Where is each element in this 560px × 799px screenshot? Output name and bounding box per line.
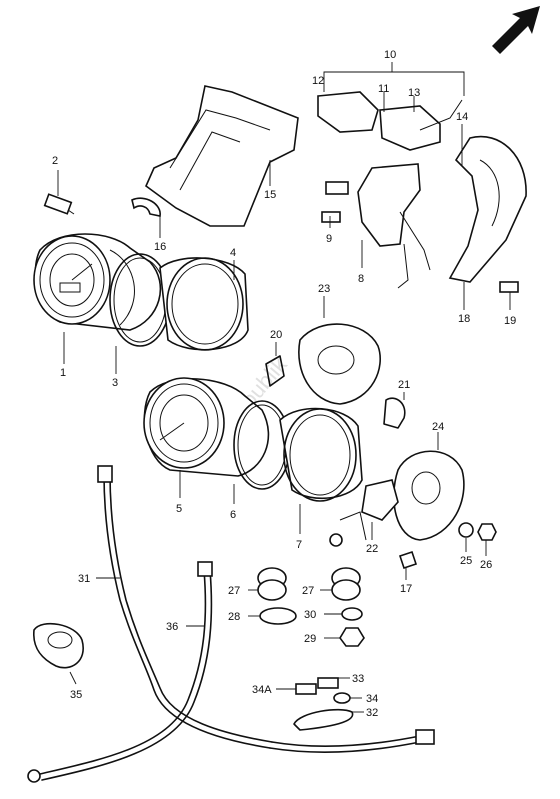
callout-8: 8: [358, 273, 364, 285]
callout-6: 6: [230, 509, 236, 521]
callout-34: 34: [366, 693, 378, 705]
callout-15: 15: [264, 189, 276, 201]
callout-21: 21: [398, 379, 410, 391]
callout-36: 36: [166, 621, 178, 633]
lower-cover-group: [265, 323, 497, 570]
tachometer-assembly: [143, 377, 363, 502]
callout-35: 35: [70, 689, 82, 701]
bracket-16: [131, 197, 161, 217]
callout-3: 3: [112, 377, 118, 389]
callout-26: 26: [480, 559, 492, 571]
callout-14: 14: [456, 111, 468, 123]
callout-17: 17: [400, 583, 412, 595]
callout-4: 4: [230, 247, 236, 259]
callout-32: 32: [366, 707, 378, 719]
bulb-socket-2: [43, 193, 75, 215]
callout-28: 28: [228, 611, 240, 623]
leader-lines: [57, 62, 511, 713]
callout-13: 13: [408, 87, 420, 99]
grommets-washers: [257, 567, 365, 647]
callout-9: 9: [326, 233, 332, 245]
callout-2: 2: [52, 155, 58, 167]
case-15: [145, 85, 299, 227]
meter-cables: [27, 465, 435, 783]
front-arrow-icon: [492, 6, 540, 54]
callout-22: 22: [366, 543, 378, 555]
callout-5: 5: [176, 503, 182, 515]
callout-29: 29: [304, 633, 316, 645]
callout-20: 20: [270, 329, 282, 341]
callout-19: 19: [504, 315, 516, 327]
callout-1: 1: [60, 367, 66, 379]
callout-34a: 34A: [252, 684, 272, 696]
callout-16: 16: [154, 241, 166, 253]
callout-11: 11: [378, 83, 389, 95]
callout-30: 30: [304, 609, 316, 621]
callout-10: 10: [384, 49, 396, 61]
callout-labels: 1 2 3 4 5 6 7 8 9 10 11 12 13 14 15 16 1…: [52, 49, 516, 719]
callout-33: 33: [352, 673, 364, 685]
callout-27a: 27: [228, 585, 240, 597]
callout-27b: 27: [302, 585, 314, 597]
callout-23: 23: [318, 283, 330, 295]
callout-7: 7: [296, 539, 302, 551]
callout-12: 12: [312, 75, 324, 87]
callout-24: 24: [432, 421, 444, 433]
callout-25: 25: [460, 555, 472, 567]
speedometer-assembly: [33, 233, 249, 351]
bolts-clamp: [293, 677, 354, 731]
indicator-bracket-group: [317, 91, 527, 293]
callout-18: 18: [458, 313, 470, 325]
callout-31: 31: [78, 573, 90, 585]
